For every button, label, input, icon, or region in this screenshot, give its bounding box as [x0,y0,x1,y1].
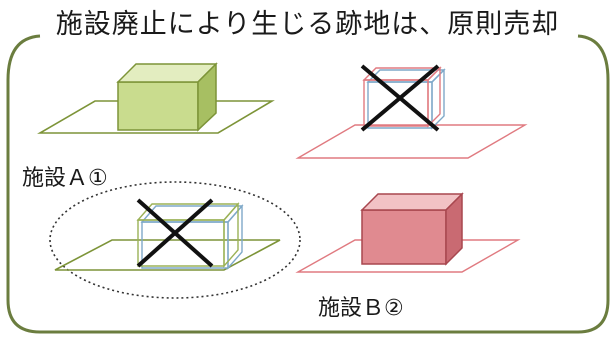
facility-a-label: 施設Ａ① [22,166,108,191]
facility-a-old-site-plane [54,239,281,271]
vacant-site-highlight-ellipse [49,181,301,299]
ghost-box-blue [367,81,433,129]
facility-b-old-site-plane [295,124,528,159]
facility-b-site-plane [295,239,521,273]
diagram-title: 施設廃止により生じる跡地は、原則売却 [0,2,615,41]
cross-mark-a-line-2 [136,198,214,268]
facility-a-box-front [117,81,199,131]
frame-border [6,34,610,334]
facility-a-existing [37,62,275,134]
cross-mark-line-2 [360,64,440,132]
facility-b-box-front [361,209,447,265]
ghost-box-red-side [427,66,441,128]
facility-b-existing [295,192,521,273]
ghost-box-a-blue [141,221,229,269]
facility-a-box-side [197,62,217,132]
facility-b-box-side [445,192,463,266]
facility-a-removed [49,181,301,299]
diagram-title-text: 施設廃止により生じる跡地は、原則売却 [51,9,564,40]
facility-b-box-top [360,193,464,211]
facility-b-removed [295,64,528,159]
ghost-box-a-green-side [223,202,239,268]
facility-b-label: 施設Ｂ② [318,296,404,321]
facility-a-site-plane [37,100,275,134]
